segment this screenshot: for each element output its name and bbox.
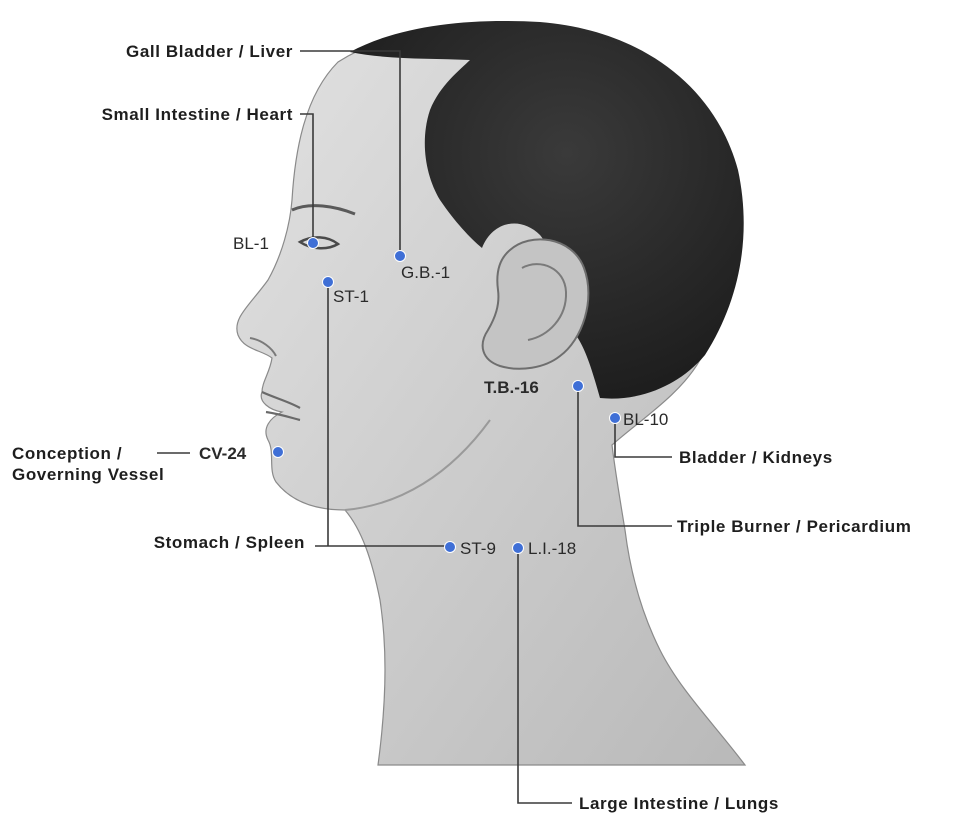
point-li18-marker xyxy=(513,543,524,554)
point-bl1-marker xyxy=(308,238,319,249)
point-li18-label: L.I.-18 xyxy=(528,539,576,558)
meridian-small-intestine-heart-label: Small Intestine / Heart xyxy=(102,105,293,124)
meridian-large-intestine-lungs-label: Large Intestine / Lungs xyxy=(579,794,779,813)
point-st1-marker xyxy=(323,277,334,288)
meridian-triple-burner-pericardium-label: Triple Burner / Pericardium xyxy=(677,517,911,536)
point-tb16-label: T.B.-16 xyxy=(484,378,539,397)
point-tb16-marker xyxy=(573,381,584,392)
meridian-gall-bladder-liver-label: Gall Bladder / Liver xyxy=(126,42,293,61)
point-st1-label: ST-1 xyxy=(333,287,369,306)
point-cv24-label: CV-24 xyxy=(199,444,247,463)
meridian-conception-label-line2: Governing Vessel xyxy=(12,465,164,484)
meridian-stomach-spleen-label: Stomach / Spleen xyxy=(154,533,305,552)
point-cv24-marker xyxy=(273,447,284,458)
meridian-conception-label-line1: Conception / xyxy=(12,444,122,463)
point-st9-marker xyxy=(445,542,456,553)
point-gb1-marker xyxy=(395,251,406,262)
meridian-bladder-kidneys-label: Bladder / Kidneys xyxy=(679,448,833,467)
point-bl10-label: BL-10 xyxy=(623,410,668,429)
point-gb1-label: G.B.-1 xyxy=(401,263,450,282)
point-bl1-label: BL-1 xyxy=(233,234,269,253)
point-st9-label: ST-9 xyxy=(460,539,496,558)
point-bl10-marker xyxy=(610,413,621,424)
